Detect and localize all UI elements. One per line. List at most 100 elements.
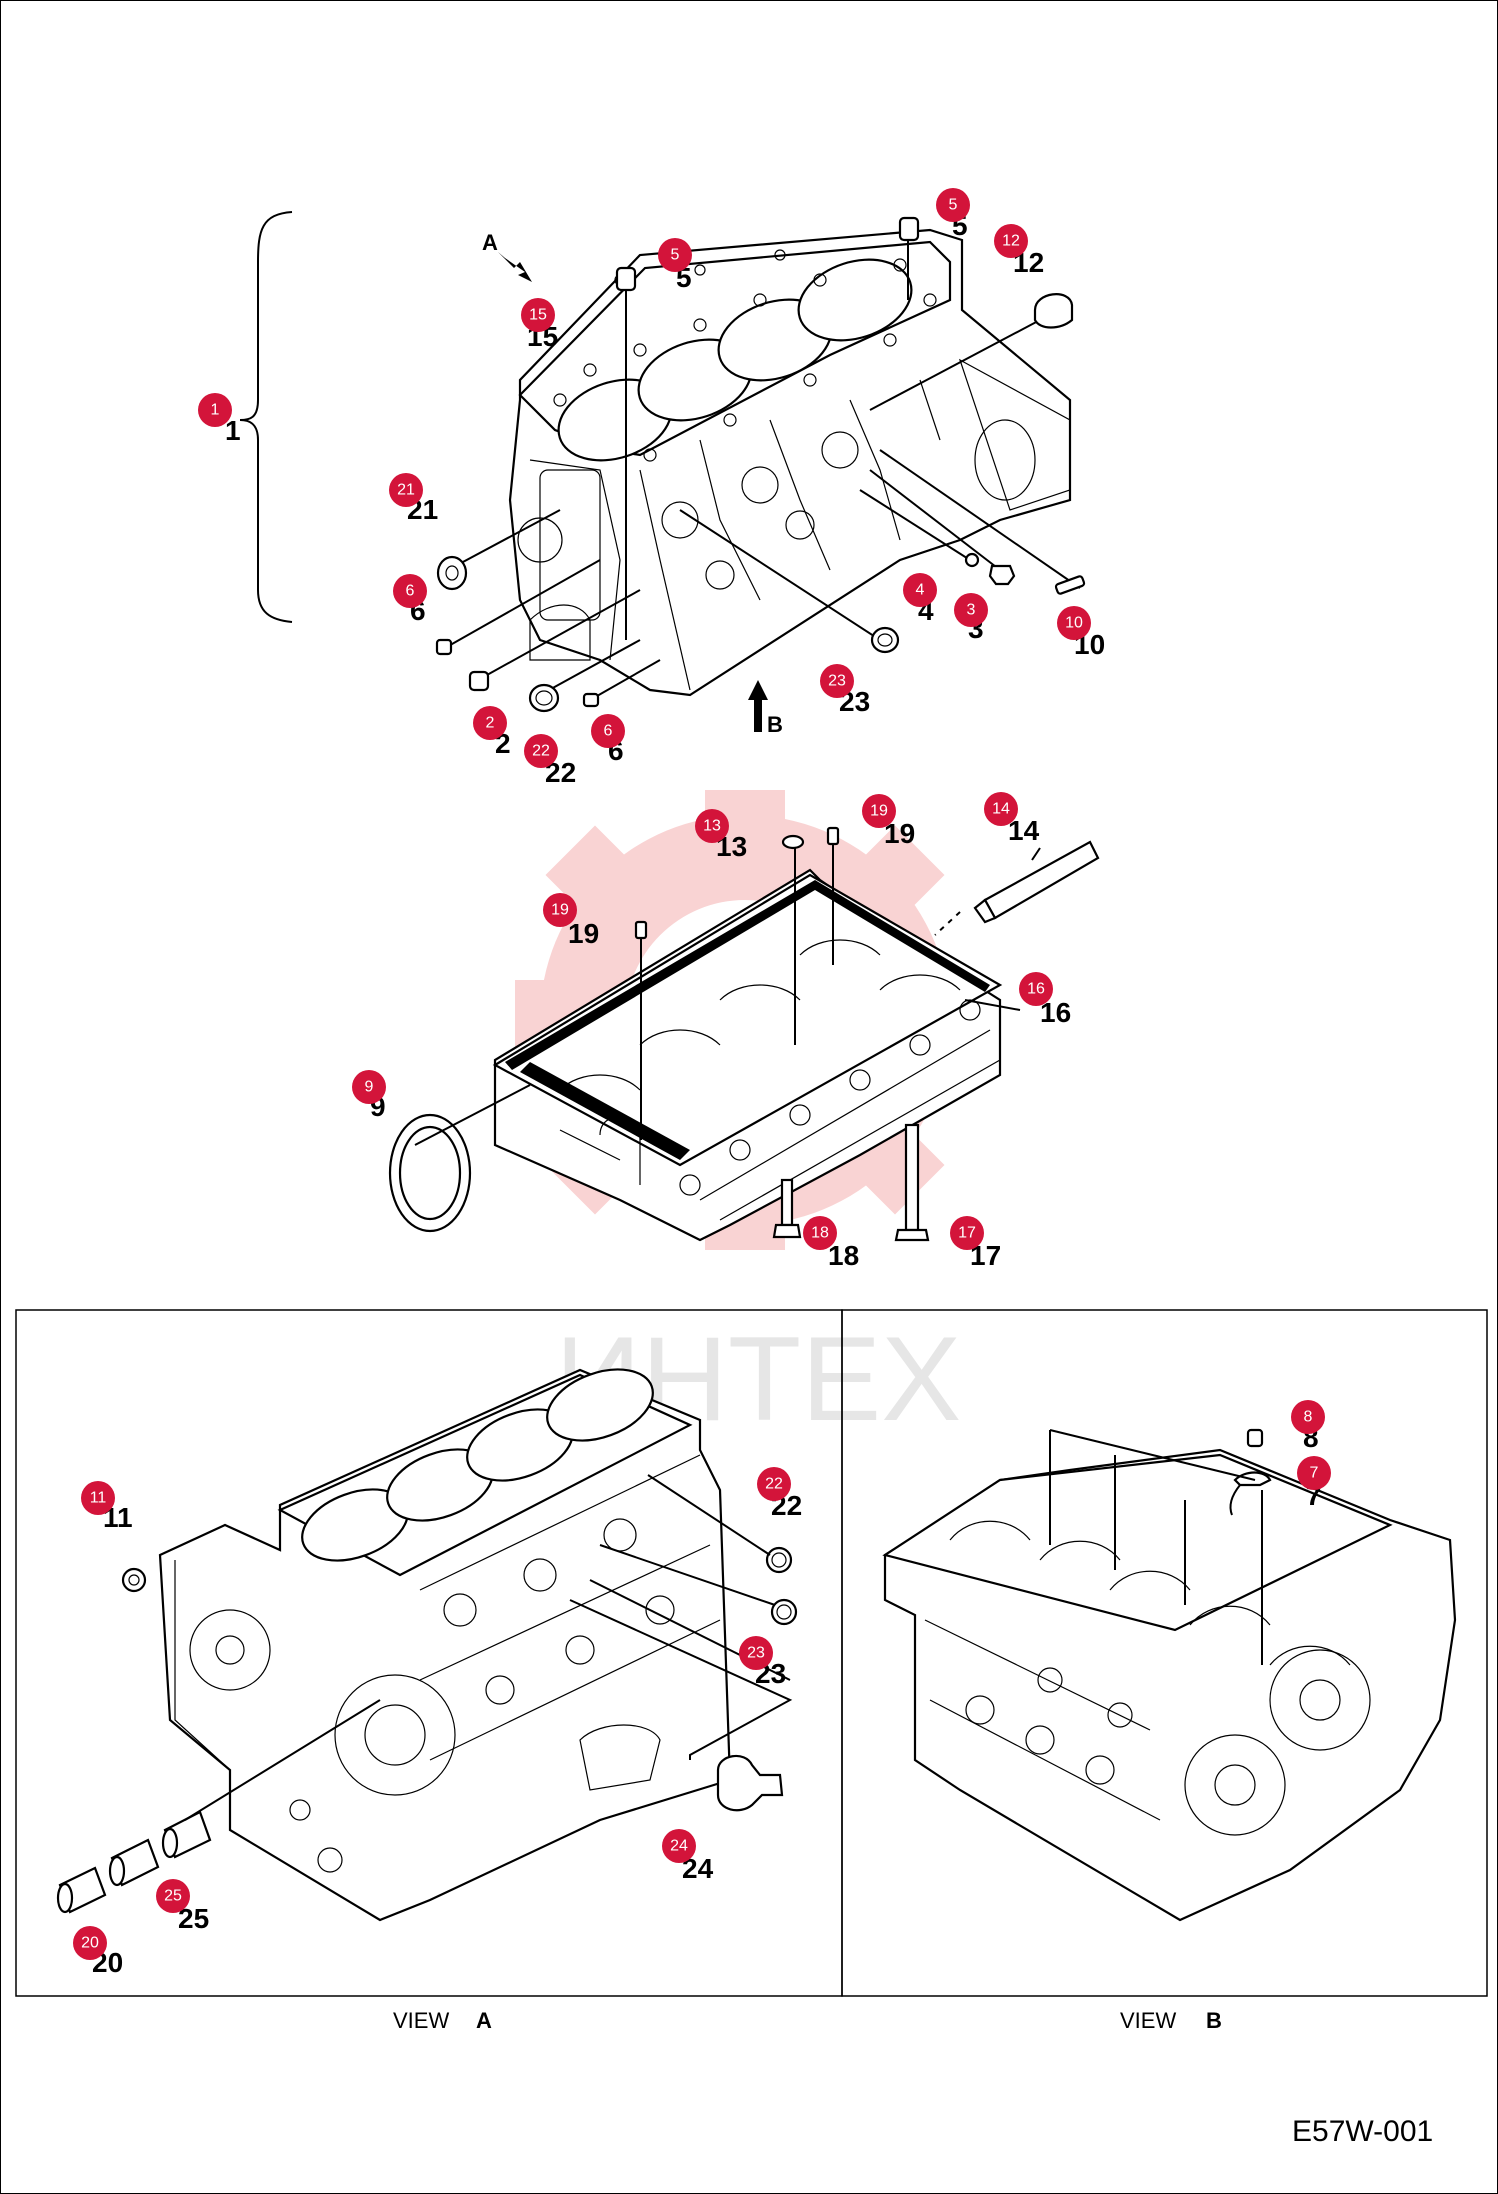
- callout-badge: [695, 809, 729, 843]
- callout-badge-number: 25: [164, 1888, 182, 1905]
- callout-badge-number: 6: [406, 583, 415, 600]
- callout-1: 11: [198, 393, 241, 446]
- callout-6: 66: [591, 714, 625, 766]
- callout-badge: [198, 393, 232, 427]
- svg-text:VIEW: VIEW: [1120, 2008, 1176, 2033]
- callout-badge-number: 5: [671, 247, 680, 264]
- callout-badge-number: 4: [916, 582, 925, 599]
- svg-text:A: A: [476, 2008, 492, 2033]
- callout-badge: [543, 893, 577, 927]
- callout-3: 33: [954, 593, 988, 644]
- callout-badge: [591, 714, 625, 748]
- callout-badge-number: 22: [532, 743, 550, 760]
- callout-badge: [803, 1216, 837, 1250]
- callout-badge: [994, 224, 1028, 258]
- callout-badge-number: 18: [811, 1225, 829, 1242]
- callout-badge-number: 11: [90, 1490, 107, 1507]
- callout-badge: [1297, 1456, 1331, 1490]
- view-b-panel: [841, 1309, 1488, 1997]
- callout-badge-number: 10: [1065, 615, 1083, 632]
- callout-badge-number: 17: [958, 1225, 976, 1242]
- callout-badge: [662, 1829, 696, 1863]
- callout-badge: [73, 1926, 107, 1960]
- part-number-label: 19: [568, 918, 599, 949]
- callout-badge-number: 14: [992, 801, 1010, 818]
- part-number-label: 1: [225, 415, 241, 446]
- callout-badge: [658, 238, 692, 272]
- leader-lines-middle: [414, 844, 1041, 1146]
- callout-badge: [1291, 1400, 1325, 1434]
- svg-text:B: B: [1206, 2008, 1222, 2033]
- callout-badge: [393, 574, 427, 608]
- leader-lines-top: [444, 235, 1081, 701]
- callout-badge: [389, 473, 423, 507]
- callout-badge: [984, 792, 1018, 826]
- callout-badge: [524, 734, 558, 768]
- callout-badge: [1019, 972, 1053, 1006]
- callout-badge-number: 22: [765, 1476, 783, 1493]
- callout-2: 22: [473, 706, 511, 759]
- callout-badge-number: 23: [828, 673, 846, 690]
- view-arrow-a-label: A: [482, 230, 498, 255]
- callout-badge: [739, 1636, 773, 1670]
- callout-badge: [81, 1481, 115, 1515]
- view-arrow-b-label: B: [767, 712, 783, 737]
- callout-badge: [473, 706, 507, 740]
- callout-badge-number: 15: [529, 307, 547, 324]
- callout-6: 66: [393, 574, 427, 626]
- callout-badge: [950, 1216, 984, 1250]
- callout-badge: [954, 593, 988, 627]
- callout-badge-number: 9: [365, 1079, 374, 1096]
- view-a-title: VIEW A: [393, 2008, 492, 2033]
- callout-badge-number: 24: [670, 1838, 688, 1855]
- callout-badge-number: 3: [967, 602, 976, 619]
- callout-badge: [936, 188, 970, 222]
- callout-badge-number: 19: [870, 803, 888, 820]
- drawing-code: E57W-001: [1292, 2115, 1433, 2148]
- callout-badge: [757, 1467, 791, 1501]
- callout-badge-number: 8: [1304, 1409, 1313, 1426]
- callout-badge-number: 1: [211, 402, 220, 419]
- callout-badge-number: 19: [551, 902, 569, 919]
- callout-badge: [156, 1879, 190, 1913]
- callout-7: 77: [1297, 1456, 1331, 1511]
- small-parts-top: [435, 216, 1086, 732]
- callout-9: 99: [352, 1070, 386, 1122]
- callout-badge-number: 20: [81, 1935, 99, 1952]
- callout-badge: [1057, 606, 1091, 640]
- callout-badge-number: 16: [1027, 981, 1045, 998]
- callout-badge-number: 6: [604, 723, 613, 740]
- leader-lines-view-b: [1049, 1429, 1263, 1665]
- callout-5: 55: [936, 188, 970, 241]
- lower-crankcase-drawing: [388, 826, 1100, 1242]
- callout-badge-number: 2: [486, 715, 495, 732]
- view-b-drawing: [882, 1428, 1457, 1922]
- callout-badge: [820, 664, 854, 698]
- callout-badge-number: 23: [747, 1645, 765, 1662]
- callout-badge: [862, 794, 896, 828]
- svg-text:VIEW: VIEW: [393, 2008, 449, 2033]
- view-b-title: VIEW B: [1120, 2008, 1222, 2033]
- callout-badge-number: 7: [1310, 1465, 1319, 1482]
- callout-badge-number: 13: [703, 818, 721, 835]
- callout-5: 55: [658, 238, 692, 293]
- callout-8: 88: [1291, 1400, 1325, 1453]
